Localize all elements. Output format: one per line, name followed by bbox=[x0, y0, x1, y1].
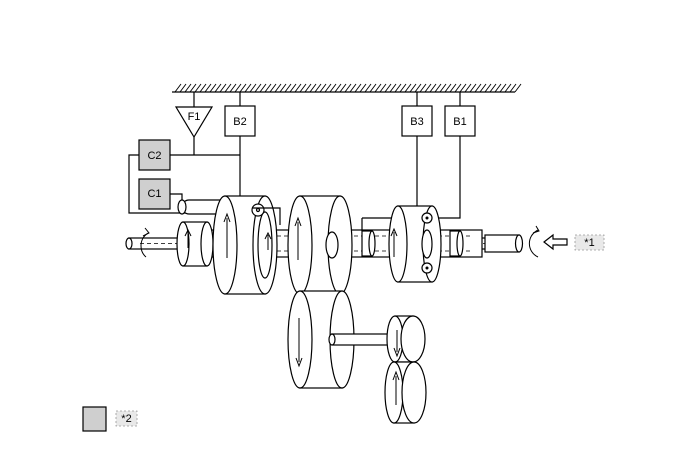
rotation-arrow-icon bbox=[140, 227, 150, 258]
f1-label: F1 bbox=[188, 111, 201, 123]
counter-drive-gear bbox=[287, 195, 353, 295]
callout-1-label: *1 bbox=[584, 237, 594, 249]
callout-1-tag: *1 bbox=[574, 234, 605, 251]
input-rotation-arrow-icon bbox=[528, 225, 540, 258]
legend-swatch bbox=[82, 406, 107, 432]
callout-2-label: *2 bbox=[121, 413, 131, 425]
b2-brake: B2 bbox=[224, 92, 256, 198]
c1-drum bbox=[176, 221, 214, 267]
input-arrow-icon bbox=[543, 233, 568, 251]
f1-one-way-clutch: F1 bbox=[174, 92, 214, 155]
c2-clutch: C2 bbox=[138, 139, 171, 171]
b1-brake: B1 bbox=[432, 92, 476, 219]
drive-pinion-gear bbox=[386, 315, 426, 363]
legend: *2 bbox=[82, 406, 138, 432]
b2-label: B2 bbox=[233, 116, 246, 128]
b3-brake: B3 bbox=[401, 92, 433, 206]
front-planetary-gear bbox=[212, 195, 278, 295]
rear-planetary-gear bbox=[388, 205, 442, 283]
b3-label: B3 bbox=[410, 116, 423, 128]
b1-label: B1 bbox=[453, 116, 466, 128]
differential-ring-gear bbox=[384, 361, 427, 424]
c1-clutch: C1 bbox=[138, 178, 171, 210]
c2-label: C2 bbox=[147, 150, 161, 162]
ground-hatch-icon bbox=[172, 83, 522, 93]
c1-label: C1 bbox=[147, 188, 161, 200]
